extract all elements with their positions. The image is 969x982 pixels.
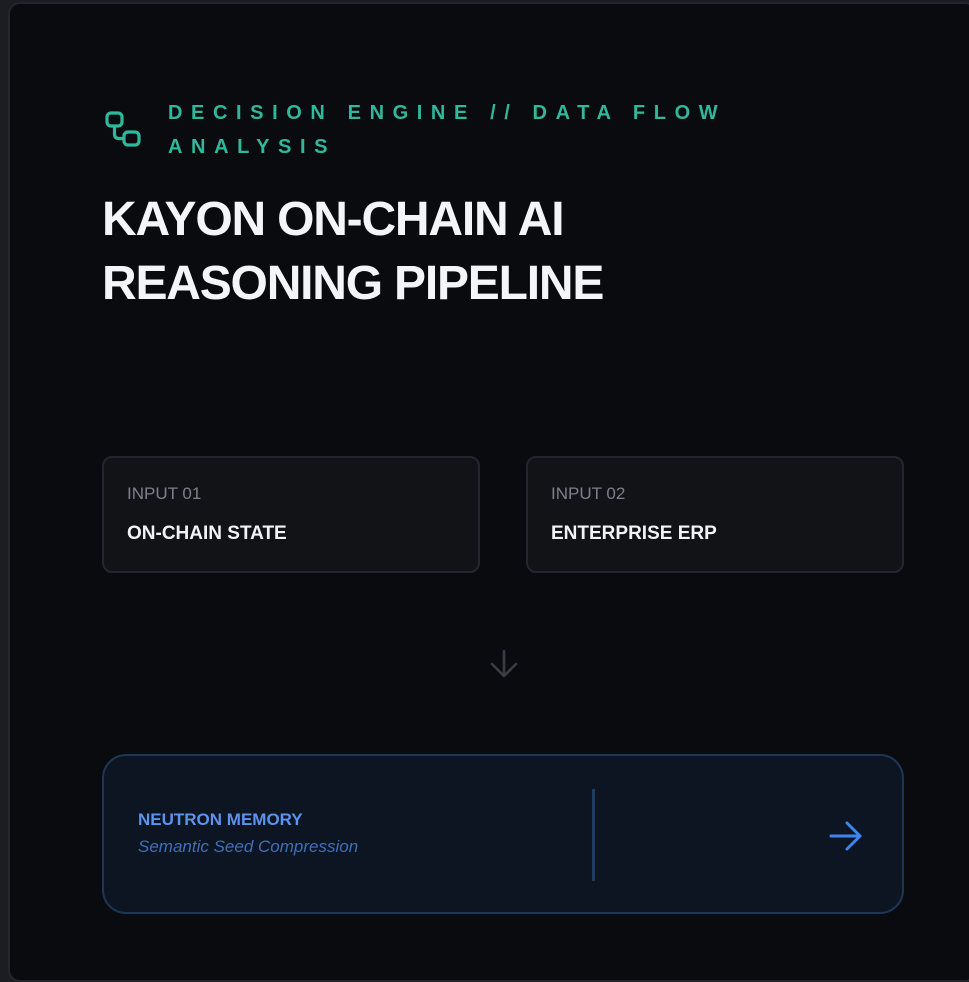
neutron-memory-card[interactable]: NEUTRON MEMORY Semantic Seed Compression <box>102 754 904 914</box>
input-label: INPUT 01 <box>127 484 202 503</box>
section-eyebrow: DECISION ENGINE // DATA FLOW ANALYSIS <box>104 102 788 164</box>
arrow-right-icon[interactable] <box>826 816 866 856</box>
eyebrow-text: DECISION ENGINE // DATA FLOW ANALYSIS <box>168 102 727 158</box>
memory-title: NEUTRON MEMORY <box>138 810 303 829</box>
memory-description: Semantic Seed Compression <box>138 837 359 856</box>
input-label: INPUT 02 <box>551 484 626 503</box>
divider <box>592 789 595 881</box>
workflow-icon <box>105 111 141 147</box>
input-value: ENTERPRISE ERP <box>551 523 717 544</box>
input-card-enterprise-erp: INPUT 02 ENTERPRISE ERP <box>526 456 904 573</box>
input-card-on-chain-state: INPUT 01 ON-CHAIN STATE <box>102 456 480 573</box>
page-title: KAYON ON-CHAIN AI REASONING PIPELINE <box>102 193 604 310</box>
arrow-down-icon <box>490 649 518 678</box>
input-value: ON-CHAIN STATE <box>127 523 287 544</box>
